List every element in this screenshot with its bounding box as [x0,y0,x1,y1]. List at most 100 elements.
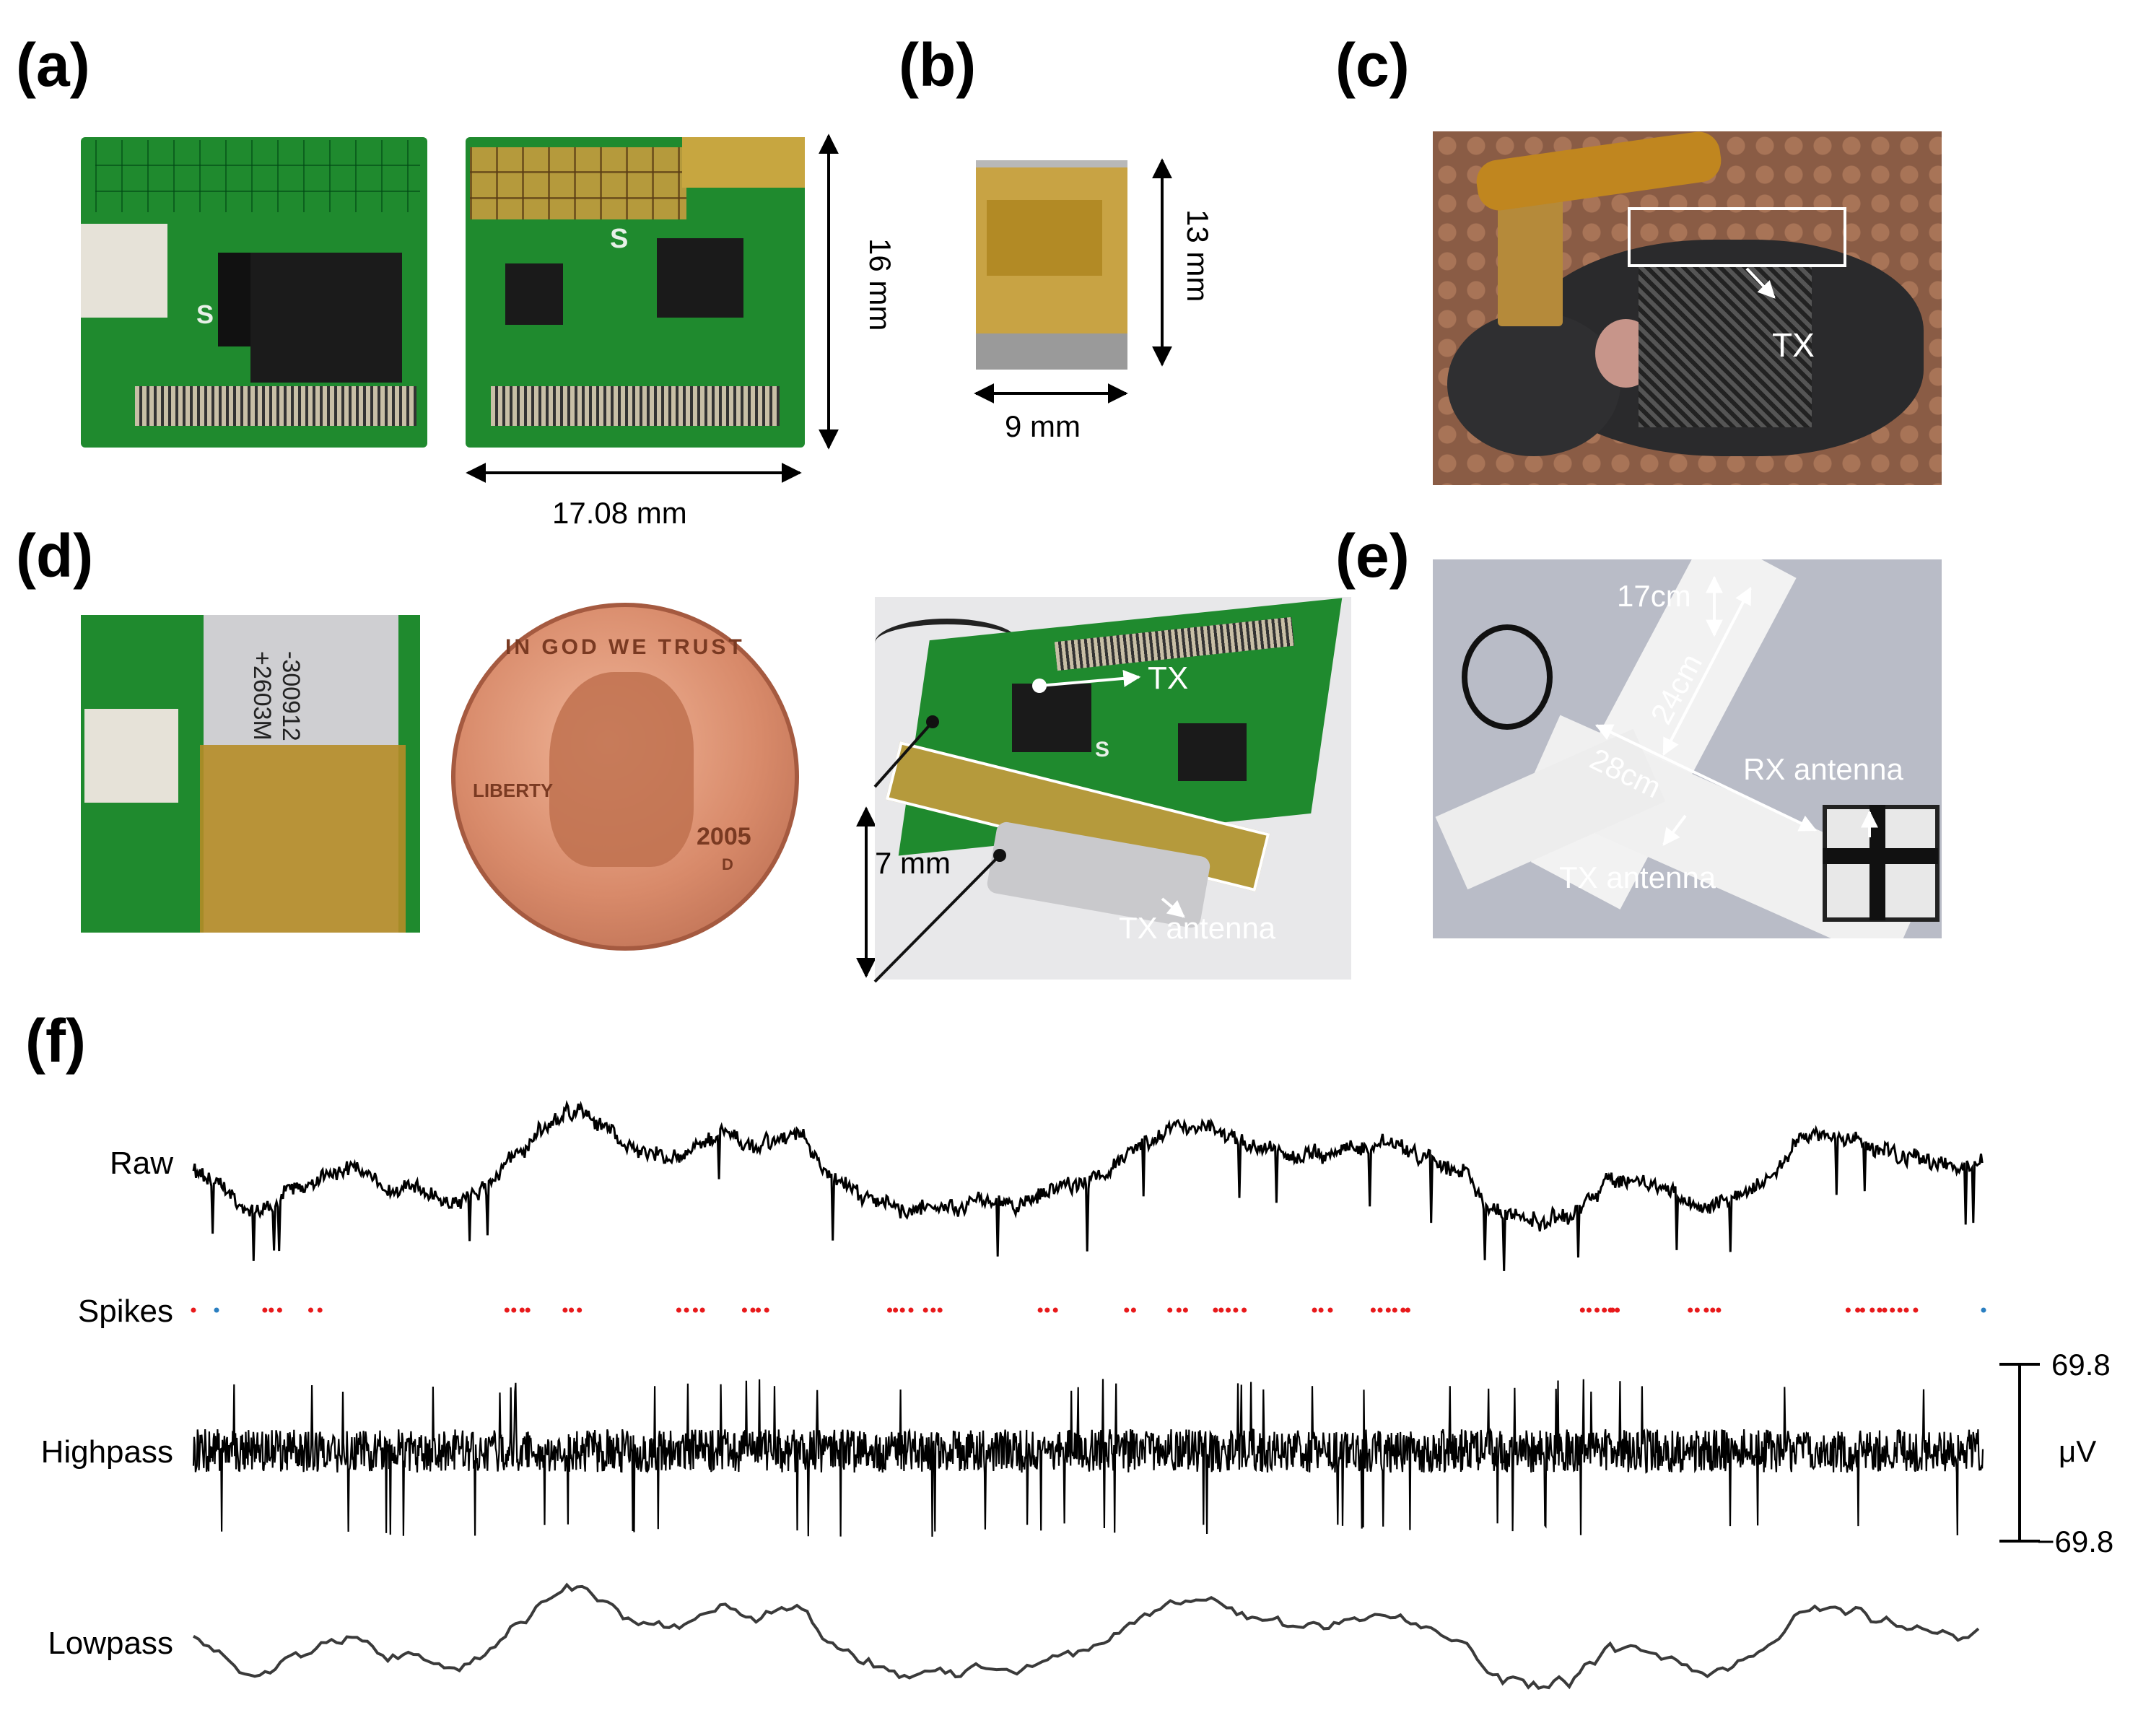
coin-top-text: IN GOD WE TRUST [505,635,745,659]
coin-year: 2005 [697,823,751,850]
spike-dot [1703,1307,1709,1313]
device-marking: S [1095,738,1110,762]
spike-dot [1124,1307,1130,1313]
scale-unit-label: μV [2059,1434,2097,1468]
dim-label-9mm: 9 mm [1005,409,1081,443]
spike-dot [1615,1307,1620,1313]
spike-dot [937,1307,943,1313]
penny-coin [451,603,799,951]
spike-dot [699,1307,705,1313]
panel-label-c: (c) [1335,31,1410,99]
kapton-fold [987,200,1102,276]
stacked-device-photo: S [875,597,1351,980]
lowpass-trace [193,1582,1980,1691]
highpass-trace [192,1379,1984,1537]
spike-dot [504,1307,510,1313]
spike-dot [577,1307,583,1313]
battery-silver [976,333,1127,370]
spike-dot [756,1307,762,1313]
spike-dot [1716,1307,1722,1313]
mouse-head [1447,312,1620,456]
bottom-connector [135,386,416,426]
spike-dot [519,1307,525,1313]
scale-bottom-label: −69.8 [2037,1525,2114,1558]
panel-label-f: (f) [25,1007,86,1075]
spike-dot [1044,1307,1050,1313]
spike-dot [1233,1307,1239,1313]
spike-dot [276,1307,282,1313]
spike-dot [1688,1307,1693,1313]
spike-dot [308,1307,313,1313]
spike-dot [887,1307,892,1313]
gold-antenna [682,137,805,188]
mouse-photo [1433,131,1942,485]
spike-dot [1318,1307,1324,1313]
spike-dot [1400,1307,1406,1313]
spike-dot [1877,1307,1882,1313]
antenna-pads [470,147,686,219]
spike-dot [1226,1307,1231,1313]
connector-white [81,224,167,318]
spike-dot [1594,1307,1600,1313]
panel-label-a: (a) [16,31,90,99]
dim-label-7mm: 7 mm [875,846,951,880]
spike-dot [191,1307,196,1313]
bottom-connector-back [491,386,780,426]
spike-dot [1607,1307,1613,1313]
spike-raster [191,1307,1986,1313]
spike-dot [1385,1307,1391,1313]
rx-antenna-label-e: RX antenna [1743,752,1903,786]
spike-dot [1579,1307,1585,1313]
rx-antenna-cross-v [1869,805,1885,920]
spike-dot [1167,1307,1173,1313]
chip-d-2 [1178,723,1247,781]
spike-dot [1312,1307,1317,1313]
spike-dot [1037,1307,1043,1313]
tx-chip-d [1012,684,1091,752]
head-implant [1498,189,1563,326]
spike-dot [1052,1307,1058,1313]
spike-dot [930,1307,936,1313]
spike-dot [741,1307,747,1313]
spike-dot [1405,1307,1410,1313]
tx-box [1628,207,1846,267]
spike-dot [1218,1307,1224,1313]
spike-dot [1845,1307,1851,1313]
spike-dot [317,1307,323,1313]
spike-dot [569,1307,575,1313]
back-chip-1 [505,263,563,325]
spike-dot [1913,1307,1919,1313]
spike-dot [908,1307,914,1313]
spike-dot [1855,1307,1861,1313]
spike-dot [764,1307,769,1313]
spike-dot [269,1307,274,1313]
dim-label-1708mm: 17.08 mm [552,496,687,530]
spike-dot [1710,1307,1716,1313]
spike-dot [1890,1307,1895,1313]
raw-trace [192,1099,1984,1271]
scale-top-label: 69.8 [2051,1348,2111,1382]
spike-dot [1213,1307,1218,1313]
spike-dot [893,1307,899,1313]
kapton-tape [200,745,406,933]
row-label-lowpass: Lowpass [48,1626,173,1661]
tx-antenna-label-e: TX antenna [1559,860,1716,894]
battery-photo [976,160,1127,370]
wire [875,619,1019,668]
spike-dot [1882,1307,1888,1313]
antenna-grid [95,140,420,212]
tx-antenna-label-d: TX antenna [1119,911,1276,945]
pcb-back-photo: S [466,137,805,448]
coin-mint: D [722,855,733,873]
back-chip-2 [657,238,743,318]
spike-dot [1370,1307,1376,1313]
spike-dot [1903,1307,1909,1313]
pcb-marking-back: S [610,224,629,254]
spike-dot [1242,1307,1247,1313]
spike-dot [1130,1307,1136,1313]
spike-dot [1602,1307,1607,1313]
spike-dot [922,1307,928,1313]
